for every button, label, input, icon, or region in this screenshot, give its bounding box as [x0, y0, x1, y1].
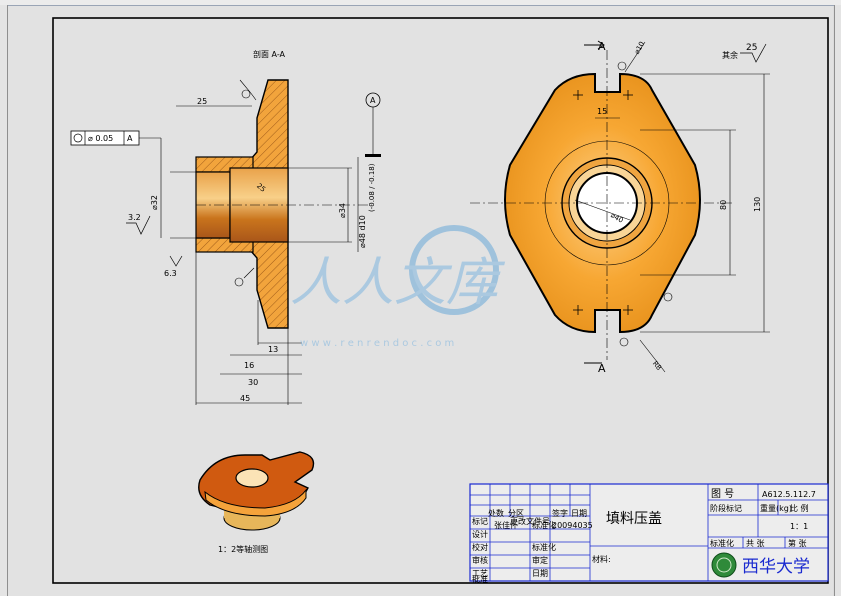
drawing-no-label: 图 号 [711, 488, 734, 500]
fcf-datum: A [127, 134, 133, 143]
dim-phi32: ⌀32 [150, 195, 159, 210]
right-scroll-frame[interactable] [834, 5, 841, 596]
tb-std2: 标准化 [710, 538, 734, 548]
tb-std: 标准化 [532, 520, 556, 530]
scale-value: 1：1 [790, 522, 808, 531]
tb-student-no: 20094035 [552, 521, 593, 530]
tb-row-0: 设计 [472, 529, 488, 539]
drawing-no: A612.5.112.7 [762, 490, 816, 499]
material-label: 材料: [592, 554, 611, 564]
tb-row-4: 批准 [472, 574, 488, 584]
tb-row2-1: 审定 [532, 555, 548, 565]
dim-25: 25 [197, 97, 207, 106]
roughness-other-label: 其余 [722, 50, 738, 60]
dim-phi48: ⌀48 d10 [358, 215, 367, 248]
sheet-num: 第 张 [788, 538, 807, 548]
section-mark-a2: A [598, 362, 606, 375]
dim-80: 80 [719, 200, 728, 210]
dim-15: 15 [597, 107, 607, 116]
tb-header-0: 标记 [472, 516, 488, 526]
roughness-63: 6.3 [164, 269, 177, 278]
isometric-view: 1：2等轴测图 [198, 451, 315, 554]
part-name: 填料压盖 [606, 511, 662, 527]
front-view: A A 15 80 130 ⌀40 ⌀10 R8 其余 25 [470, 40, 770, 375]
tb-header-3: 更改文件号 [510, 516, 550, 526]
dim-130: 130 [753, 197, 762, 212]
section-view: 剖面 A-A 25 ⌀32 ⌀34 ⌀48 d10 (-0.08 / -0.18… [70, 49, 381, 405]
drawing-frame [52, 17, 829, 584]
section-title: 剖面 A-A [253, 49, 286, 59]
title-block: 标记 处数 分区 更改文件号 签字 日期 设计 校对 审核 工艺 批准 张佳怀 … [469, 483, 829, 584]
dim-45: 45 [240, 394, 250, 403]
school-name: 西华大学 [742, 557, 810, 577]
weight-label: 重量(kg) [760, 503, 792, 513]
tb-header-4: 签字 [552, 508, 568, 518]
tb-designer: 张佳怀 [494, 520, 518, 530]
scale-label: 比 例 [790, 503, 809, 513]
roughness-main: 25 [746, 43, 757, 53]
tb-header-2: 分区 [508, 509, 524, 518]
left-scroll-frame [0, 5, 8, 596]
sheet-total: 共 张 [746, 539, 765, 548]
watermark-url: w w w . r e n r e n d o c . c o m [300, 338, 454, 349]
datum-a: A [370, 96, 376, 105]
tb-header-1: 处数 [488, 508, 504, 518]
tb-row-2: 审核 [472, 555, 488, 565]
dim-30: 30 [248, 378, 258, 387]
drawing-canvas: 剖面 A-A 25 ⌀32 ⌀34 ⌀48 d10 (-0.08 / -0.18… [52, 17, 829, 584]
roughness-25: 25 [255, 182, 267, 194]
dim-phi34: ⌀34 [338, 203, 347, 218]
dim-phi10: ⌀10 [633, 40, 646, 55]
stage-mark-label: 阶段标记 [710, 503, 742, 513]
section-mark-a1: A [598, 40, 606, 53]
dim-16: 16 [244, 361, 254, 370]
roughness-32: 3.2 [128, 213, 141, 222]
tb-row-3: 工艺 [472, 569, 488, 578]
watermark: 人人文库 w w w . r e n r e n d o c . c o m [290, 225, 506, 349]
school-logo-icon [711, 552, 737, 578]
tb-header-5: 日期 [571, 509, 587, 518]
dim-13: 13 [268, 345, 278, 354]
watermark-text: 人人文库 [290, 253, 506, 313]
dim-tol: (-0.08 / -0.18) [368, 163, 376, 212]
fcf-tolerance: ⌀ 0.05 [88, 134, 113, 143]
tb-row2-0: 标准化 [532, 542, 556, 552]
tb-row-1: 校对 [472, 542, 488, 552]
window-top-bar [0, 0, 841, 6]
drawing-sheet: 剖面 A-A 25 ⌀32 ⌀34 ⌀48 d10 (-0.08 / -0.18… [8, 6, 833, 596]
isometric-caption: 1：2等轴测图 [218, 544, 268, 554]
dim-r8: R8 [651, 360, 663, 372]
tb-row2-2: 日期 [532, 569, 548, 578]
